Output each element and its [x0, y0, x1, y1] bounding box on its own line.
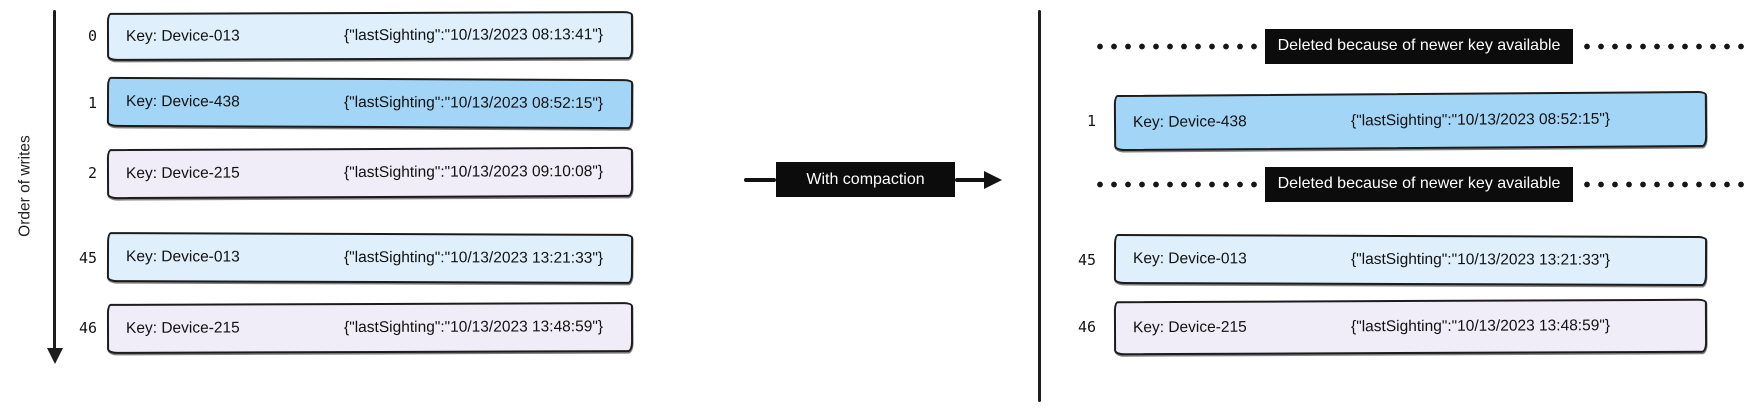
record-value: {"lastSighting":"10/13/2023 13:21:33"} — [1350, 250, 1611, 269]
axis-label: Order of writes — [16, 135, 34, 237]
down-arrowhead-icon — [46, 348, 63, 364]
write-index: 45 — [1077, 251, 1096, 269]
log-record: Key: Device-013 {"lastSighting":"10/13/2… — [106, 11, 634, 61]
deleted-row: Deleted because of newer key available — [1093, 166, 1745, 202]
record-key: Key: Device-215 — [1132, 318, 1247, 337]
deleted-row: Deleted because of newer key available — [1093, 28, 1745, 64]
deleted-label: Deleted because of newer key available — [1264, 166, 1574, 202]
write-index: 46 — [78, 319, 97, 337]
log-record: Key: Device-438 {"lastSighting":"10/13/2… — [1113, 90, 1708, 152]
transition-arrow-shaft — [955, 178, 987, 182]
transition-arrow-tail — [744, 178, 776, 182]
record-key: Key: Device-013 — [125, 27, 240, 45]
dotted-line — [1580, 42, 1745, 50]
dotted-line — [1093, 42, 1258, 50]
log-record: Key: Device-013 {"lastSighting":"10/13/2… — [1113, 233, 1708, 287]
record-key: Key: Device-215 — [125, 164, 240, 183]
deleted-label: Deleted because of newer key available — [1264, 28, 1574, 64]
record-value: {"lastSighting":"10/13/2023 13:48:59"} — [343, 318, 604, 337]
record-value: {"lastSighting":"10/13/2023 09:10:08"} — [343, 162, 604, 182]
record-key: Key: Device-438 — [125, 92, 240, 111]
record-value: {"lastSighting":"10/13/2023 13:21:33"} — [343, 248, 604, 267]
record-value: {"lastSighting":"10/13/2023 08:52:15"} — [1350, 110, 1611, 130]
log-record: Key: Device-215 {"lastSighting":"10/13/2… — [106, 302, 634, 354]
record-key: Key: Device-215 — [125, 319, 240, 337]
log-record: Key: Device-438 {"lastSighting":"10/13/2… — [106, 76, 634, 130]
log-record: Key: Device-215 {"lastSighting":"10/13/2… — [106, 146, 634, 200]
write-index: 46 — [1077, 318, 1096, 336]
log-record: Key: Device-013 {"lastSighting":"10/13/2… — [106, 232, 634, 284]
record-value: {"lastSighting":"10/13/2023 13:48:59"} — [1350, 317, 1611, 336]
log-record: Key: Device-215 {"lastSighting":"10/13/2… — [1113, 298, 1708, 356]
dotted-line — [1580, 180, 1745, 188]
record-value: {"lastSighting":"10/13/2023 08:13:41"} — [343, 26, 604, 45]
order-of-writes-axis-line — [53, 10, 56, 352]
write-index: 1 — [87, 94, 97, 112]
record-key: Key: Device-013 — [1132, 250, 1247, 268]
transition-label: With compaction — [776, 162, 955, 197]
compacted-log-axis-line — [1038, 10, 1041, 402]
write-index: 0 — [87, 27, 97, 45]
write-index: 2 — [87, 164, 97, 182]
record-value: {"lastSighting":"10/13/2023 08:52:15"} — [343, 93, 604, 113]
record-key: Key: Device-013 — [125, 248, 240, 266]
dotted-line — [1093, 180, 1258, 188]
record-key: Key: Device-438 — [1132, 113, 1247, 131]
right-arrowhead-icon — [984, 171, 1002, 189]
write-index: 45 — [78, 249, 97, 267]
write-index: 1 — [1086, 112, 1096, 130]
